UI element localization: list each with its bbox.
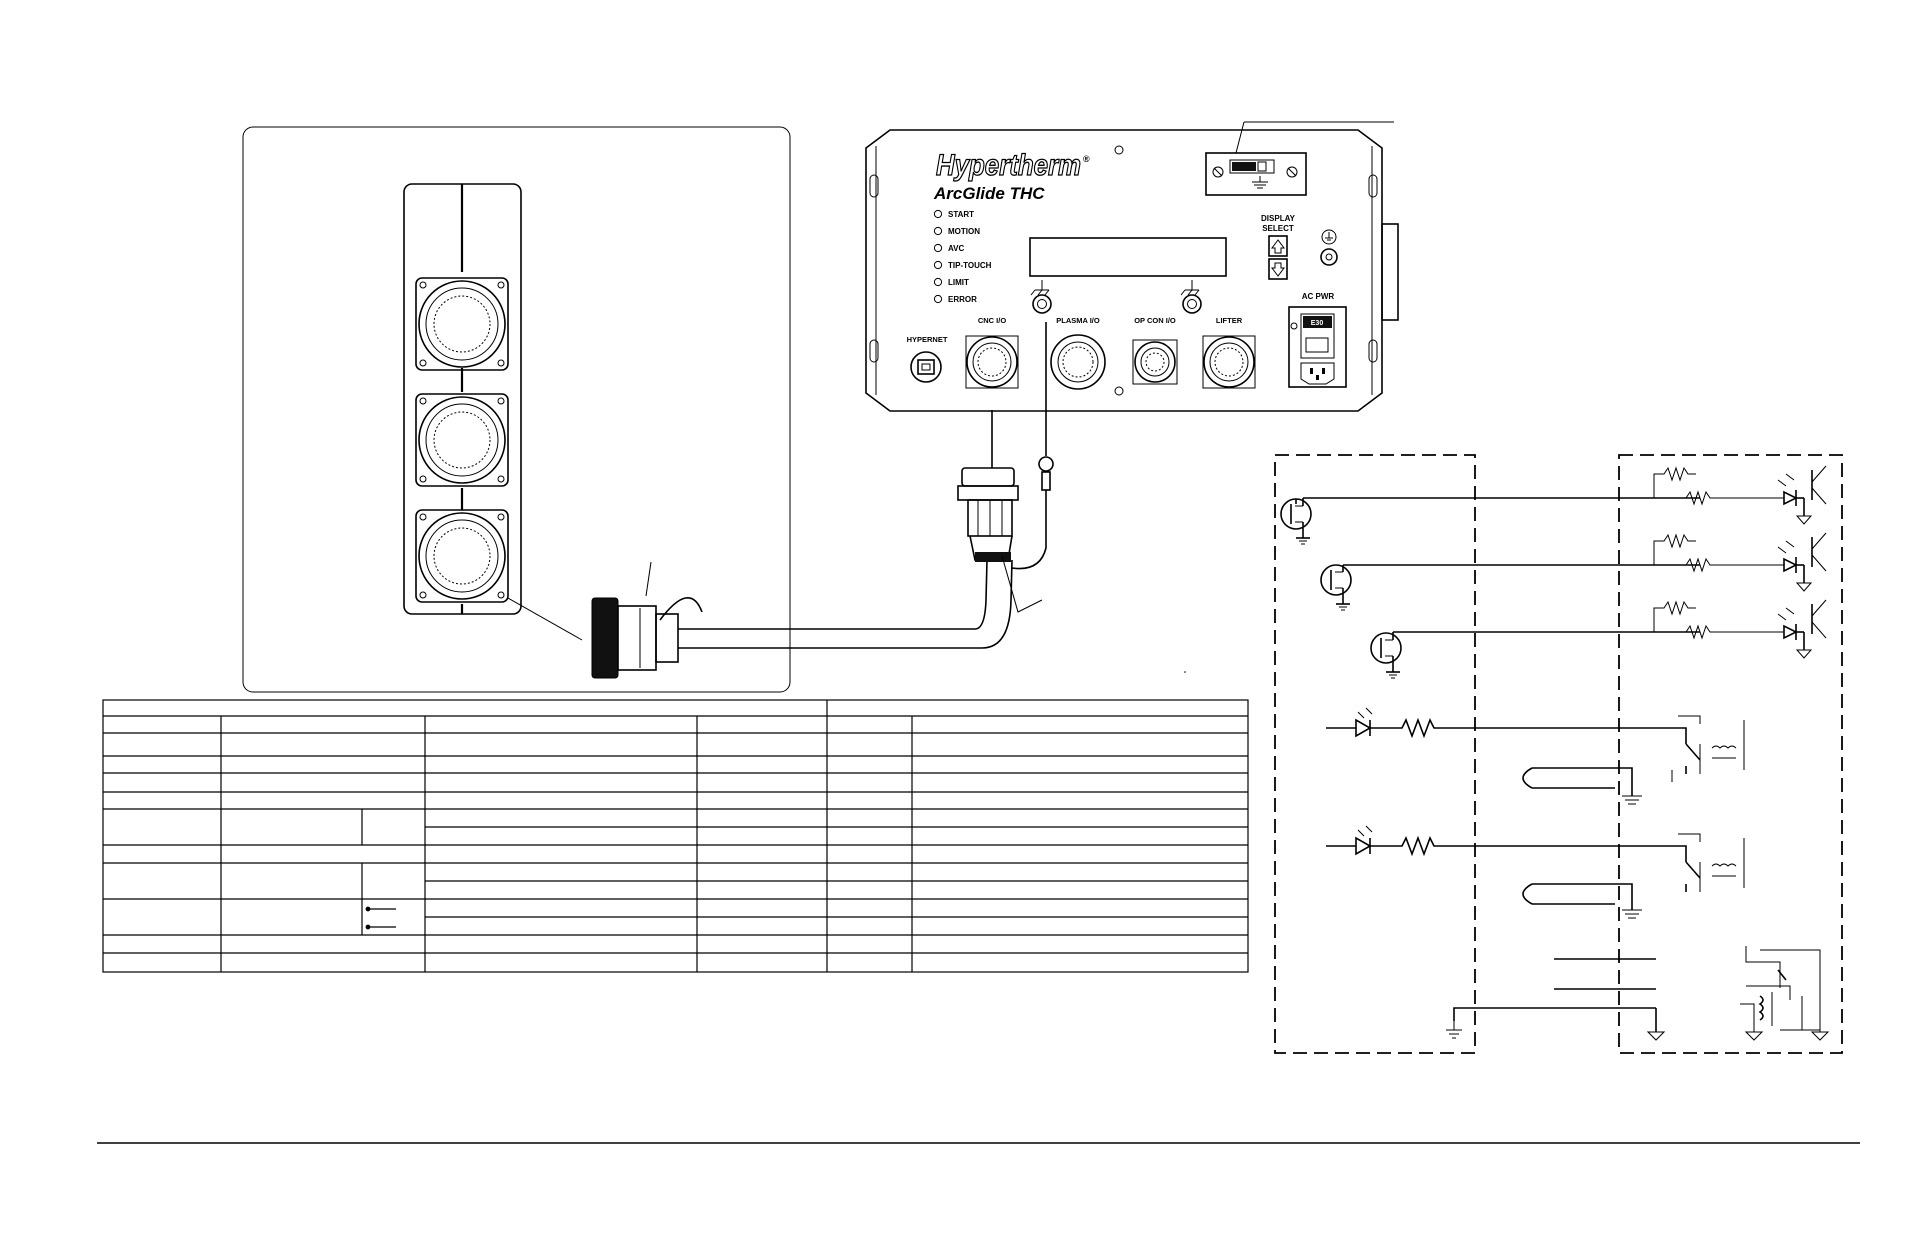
ac-pwr-label: AC PWR [1302,292,1335,301]
port-label-cnc-io: CNC I/O [978,316,1007,325]
optocoupler-input-1 [1653,465,1827,525]
relay-output-1 [1326,707,1745,805]
led-label-start: START [948,210,974,219]
display-select-label-2: SELECT [1262,224,1294,233]
relay-output-3 [1446,946,1830,1041]
voltage-switch-box [1205,121,1394,196]
display-down-button[interactable] [1268,258,1288,280]
port-label-hypernet: HYPERNET [907,335,948,344]
plasma-io-port [1050,334,1106,390]
arcglide-thc-front-panel: Hypertherm ® ArcGlide THC START MOTION A… [865,121,1399,412]
led-indicator [933,209,943,219]
led-label-error: ERROR [948,295,977,304]
transistor-input-3 [1370,631,1700,679]
port-label-op-con-io: OP CON I/O [1134,316,1176,325]
lcd-display [1029,237,1227,277]
relay-output-2 [1326,825,1745,919]
io-schematic [1274,454,1843,1054]
display-select-label: DISPLAY [1261,214,1296,223]
led-indicator [933,294,943,304]
fuse-label: E30 [1311,320,1324,327]
led-label-motion: MOTION [948,227,980,236]
optocoupler-input-2 [1653,532,1827,592]
led-label-avc: AVC [948,244,965,253]
display-up-button[interactable] [1268,235,1288,257]
led-label-limit: LIMIT [948,278,969,287]
led-indicator [933,243,943,253]
cnc-connector-2 [415,393,509,487]
ground-symbol-icon [1321,229,1337,245]
model-name: ArcGlide THC [933,184,1045,203]
signal-table-grid [102,699,1249,973]
cnc-enclosure-inset [242,126,791,693]
transistor-input-2 [1320,564,1700,611]
port-label-lifter: LIFTER [1216,316,1243,325]
arrow-up-icon [1271,239,1285,254]
transistor-input-1 [1280,497,1700,545]
chassis-ground-right [1180,280,1202,314]
status-led-list: START MOTION AVC TIP-TOUCH LIMIT ERROR [933,209,992,304]
ground-screw-icon [1320,248,1338,266]
cnc-connector-3 [415,509,509,603]
optocoupler-input-3 [1653,599,1827,659]
led-label-tip-touch: TIP-TOUCH [948,261,992,270]
cnc-interface-cable [678,322,1054,649]
lifter-port [1202,335,1256,389]
ac-power-inlet: E30 [1288,306,1347,388]
cnc-io-port [965,335,1019,389]
registered-mark: ® [1083,154,1090,164]
op-con-io-port [1132,339,1178,385]
port-label-plasma-io: PLASMA I/O [1056,316,1100,325]
hypernet-port [910,351,942,383]
brand-logo: Hypertherm [936,149,1081,182]
led-indicator [933,260,943,270]
arrow-down-icon [1271,262,1285,277]
led-indicator [933,277,943,287]
cnc-connector-1 [415,277,509,371]
led-indicator [933,226,943,236]
chassis-ground-left [1030,280,1052,314]
cnc-cable-plug [591,561,703,679]
